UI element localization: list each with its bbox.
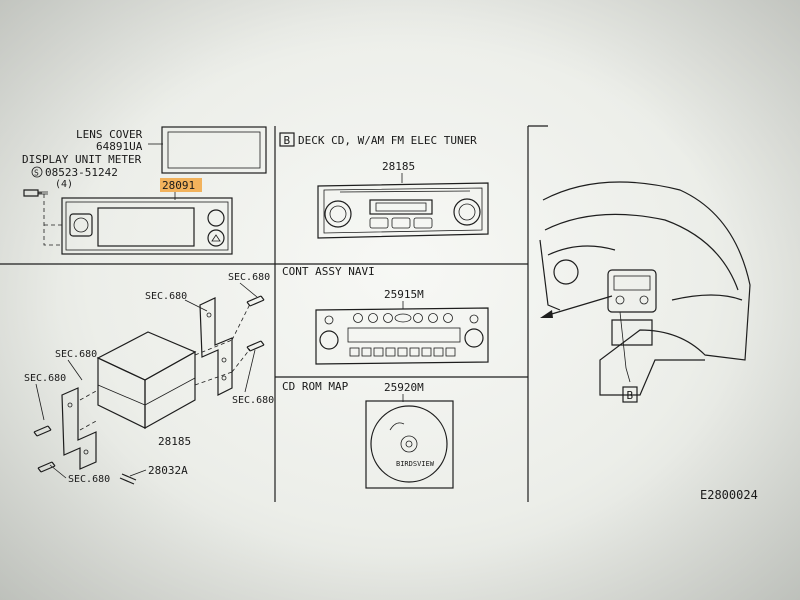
navi-group: CONT ASSY NAVI 25915M	[282, 265, 489, 365]
figure-id: E2800024	[700, 488, 758, 502]
display-left-knob	[69, 213, 93, 237]
bracket-assembly: SEC.680 SEC.680 SEC.680 SEC.680 SEC.680 …	[24, 272, 274, 485]
navi-body	[315, 307, 489, 365]
steering-column	[553, 259, 579, 285]
dash-callout-box	[622, 386, 638, 403]
display-screw	[23, 189, 48, 197]
lens-cover-part-number: 64891UA	[96, 140, 143, 153]
display-unit-group: DISPLAY UNIT METER S 08523-51242 (4) 280…	[22, 153, 233, 255]
navi-part-number: 25915M	[384, 288, 424, 301]
screw-quantity: (4)	[55, 179, 73, 190]
display-unit-body	[61, 197, 233, 255]
deck-cd-slot	[339, 190, 471, 193]
display-button-bottom	[207, 229, 225, 247]
display-part-number: 28091	[162, 179, 195, 192]
sec-label-2: SEC.680	[145, 291, 187, 302]
callout-leader	[619, 311, 631, 383]
unit-top-face	[96, 331, 197, 381]
deck-title: DECK CD, W/AM FM ELEC TUNER	[298, 134, 477, 147]
sec-label-3: SEC.680	[55, 349, 97, 360]
deck-display	[369, 199, 433, 215]
center-stack	[607, 269, 657, 313]
sec-label-4: SEC.680	[24, 373, 66, 384]
left-bracket	[61, 387, 97, 470]
sec-label-6: SEC.680	[68, 474, 110, 485]
circled-s-glyph: S	[34, 169, 39, 178]
navi-left-knob	[319, 330, 339, 350]
deck-left-knob	[324, 200, 352, 228]
cd-rom-group: CD ROM MAP 25920M BIRDSVIEW	[282, 380, 454, 489]
deck-part-number: 28185	[382, 160, 415, 173]
frame-lines	[0, 125, 548, 502]
navi-top-buttons	[353, 313, 453, 323]
sec-label-5: SEC.680	[232, 395, 274, 406]
lens-cover-outer	[161, 126, 267, 174]
lens-cover-group: LENS COVER 64891UA	[76, 126, 267, 174]
screw-part-number: 08523-51242	[45, 166, 118, 179]
deck-button-3	[413, 217, 433, 229]
cd-case	[365, 400, 454, 489]
sec-label-1: SEC.680	[228, 272, 270, 283]
bracket-part-number: 28032A	[148, 464, 188, 477]
navi-center-button	[394, 313, 412, 323]
cd-disc	[370, 405, 448, 483]
deck-cd-group: B DECK CD, W/AM FM ELEC TUNER 28185	[279, 132, 489, 239]
deck-button-2	[391, 217, 411, 229]
display-button-top	[207, 209, 225, 227]
navi-display	[347, 327, 461, 343]
circled-s-icon	[31, 166, 43, 178]
dash-upper-edge	[544, 213, 739, 291]
pointer-arrow-head	[540, 310, 553, 318]
dash-callout: B	[627, 389, 634, 402]
cd-title: CD ROM MAP	[282, 380, 349, 393]
deck-button-1	[369, 217, 389, 229]
cd-logo-text: BIRDSVIEW	[396, 460, 435, 468]
dashboard-sketch: B	[539, 181, 751, 403]
cd-part-number: 25920M	[384, 381, 424, 394]
dash-outline	[542, 181, 751, 396]
navi-preset-buttons	[349, 347, 456, 357]
unit-part-number: 28185	[158, 435, 191, 448]
navi-title: CONT ASSY NAVI	[282, 265, 375, 278]
display-screen	[97, 207, 195, 247]
deck-callout: B	[284, 134, 291, 147]
unit-front-face	[97, 357, 146, 429]
pointer-arrow-shaft	[544, 295, 613, 317]
right-bracket	[199, 297, 233, 396]
display-part-highlight	[160, 178, 202, 192]
lens-cover-inner	[167, 131, 261, 169]
unit-side-face	[144, 350, 196, 430]
deck-right-knob	[453, 198, 481, 226]
deck-callout-box	[279, 132, 295, 147]
deck-body	[317, 182, 489, 239]
assembly-dash-1	[38, 192, 62, 246]
navi-right-knob	[464, 328, 484, 348]
screw-head	[23, 189, 39, 197]
lens-cover-label: LENS COVER	[76, 128, 143, 141]
display-unit-label: DISPLAY UNIT METER	[22, 153, 142, 166]
display-unit-bezel	[65, 201, 229, 251]
bracket-screws	[33, 295, 265, 485]
